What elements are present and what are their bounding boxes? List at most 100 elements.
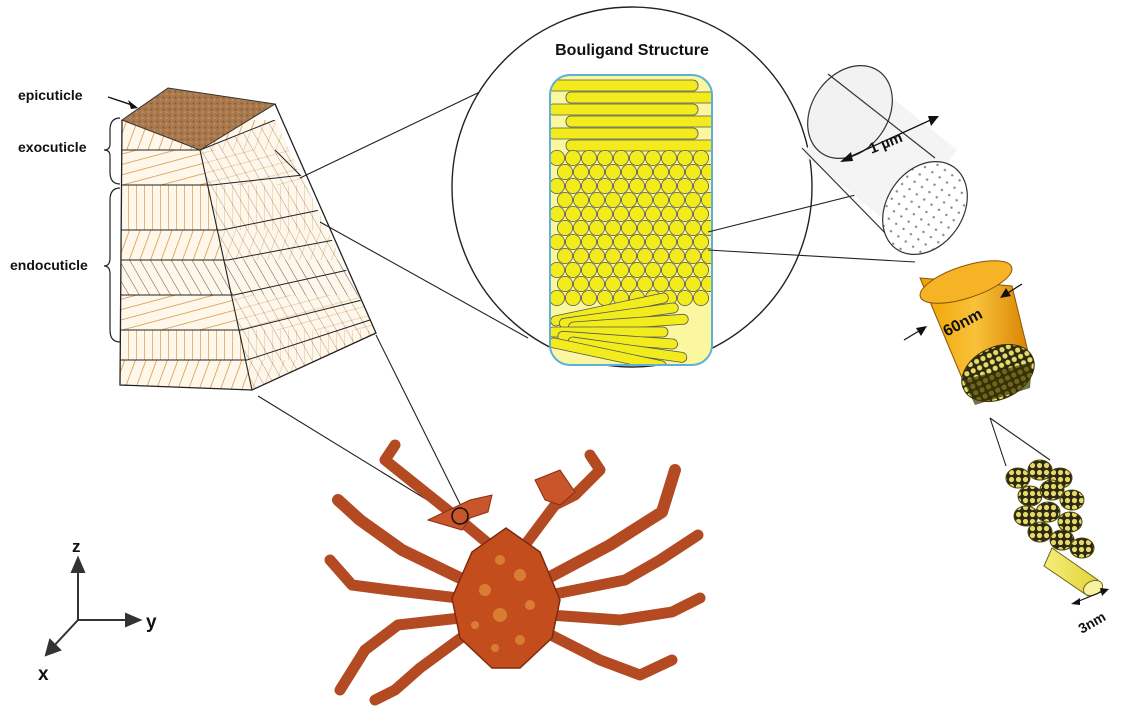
fiber-end — [693, 150, 708, 165]
fiber-end — [597, 150, 612, 165]
fiber-end — [557, 164, 572, 179]
fiber-end — [677, 206, 692, 221]
bouligand-title: Bouligand Structure — [555, 42, 709, 59]
fiber-end — [661, 262, 676, 277]
microfibril-disc — [1028, 522, 1052, 542]
fiber-end — [581, 290, 596, 305]
fiber-end — [549, 290, 564, 305]
fiber-end — [645, 234, 660, 249]
fiber-end — [637, 164, 652, 179]
axis-z-label: z — [72, 537, 81, 556]
fiber-end — [597, 178, 612, 193]
microfibril-disc — [1058, 512, 1082, 532]
fiber-end — [613, 206, 628, 221]
fiber-end — [605, 220, 620, 235]
fiber-end — [669, 164, 684, 179]
fiber-end — [557, 192, 572, 207]
fiber-end — [605, 192, 620, 207]
microfibril-disc — [1018, 486, 1042, 506]
fiber-end — [597, 262, 612, 277]
fiber-end — [573, 192, 588, 207]
fiber-end — [565, 234, 580, 249]
fiber-end — [653, 192, 668, 207]
fiber-end — [653, 276, 668, 291]
fiber-rod — [548, 104, 698, 115]
fiber-end — [589, 164, 604, 179]
fiber-end — [645, 150, 660, 165]
fiber-end — [621, 192, 636, 207]
fiber-end — [677, 178, 692, 193]
fiber-end — [589, 248, 604, 263]
exocuticle-label: exocuticle — [18, 139, 87, 155]
fiber-end — [629, 206, 644, 221]
exocuticle-bracket — [104, 118, 120, 184]
fiber-end — [645, 206, 660, 221]
fiber-end — [677, 262, 692, 277]
fiber-end — [661, 150, 676, 165]
microfibril-disc — [1070, 538, 1094, 558]
fiber-end — [693, 290, 708, 305]
fiber-end — [669, 192, 684, 207]
fiber-end — [661, 234, 676, 249]
axis-y-label: y — [146, 612, 157, 633]
fiber-end — [685, 220, 700, 235]
carapace — [452, 528, 560, 668]
bouligand-pillar — [548, 75, 717, 372]
fiber-end — [605, 248, 620, 263]
micron-fiber-cylinder: 1 µm — [790, 49, 985, 271]
fiber-rod — [566, 116, 716, 127]
fiber-end — [549, 262, 564, 277]
nano-fibril: 60nm — [904, 252, 1043, 413]
endocuticle-label: endocuticle — [10, 257, 88, 273]
fiber-end — [565, 206, 580, 221]
fiber-rod — [566, 92, 716, 103]
zoom-cone — [990, 418, 1050, 466]
fiber-end — [645, 262, 660, 277]
fiber-end — [653, 220, 668, 235]
cuticle-block — [110, 88, 390, 395]
fiber-end — [613, 234, 628, 249]
microfibril-disc — [1060, 490, 1084, 510]
fiber-end — [613, 262, 628, 277]
fiber-end — [677, 290, 692, 305]
fiber-end — [565, 150, 580, 165]
bouligand-magnification: Bouligand Structure — [452, 7, 812, 372]
fiber-end — [645, 178, 660, 193]
axis-x-label: x — [38, 664, 49, 685]
microfibril-stack: 3nm — [1006, 460, 1109, 637]
fiber-end — [677, 150, 692, 165]
fiber-end — [581, 150, 596, 165]
fiber-end — [573, 220, 588, 235]
fiber-end — [693, 262, 708, 277]
fiber-end — [589, 192, 604, 207]
fiber-end — [685, 164, 700, 179]
fiber-end — [605, 276, 620, 291]
fiber-end — [661, 178, 676, 193]
fiber-end — [629, 150, 644, 165]
endocuticle-bracket — [104, 188, 120, 342]
fiber-end — [549, 234, 564, 249]
fiber-end — [573, 276, 588, 291]
fiber-end — [589, 220, 604, 235]
fiber-end — [693, 234, 708, 249]
fiber-end — [573, 164, 588, 179]
fiber-end — [637, 248, 652, 263]
fiber-end — [669, 276, 684, 291]
fiber-end — [557, 276, 572, 291]
fiber-end — [629, 234, 644, 249]
fiber-end — [653, 248, 668, 263]
fiber-end — [685, 276, 700, 291]
fiber-end — [653, 164, 668, 179]
fiber-end — [581, 262, 596, 277]
fiber-end — [597, 206, 612, 221]
fiber-end — [685, 192, 700, 207]
fiber-end — [661, 206, 676, 221]
fiber-end — [565, 290, 580, 305]
fiber-end — [637, 192, 652, 207]
fiber-end — [557, 248, 572, 263]
fiber-rod — [548, 128, 698, 139]
fiber-end — [589, 276, 604, 291]
fiber-end — [597, 290, 612, 305]
fiber-end — [637, 220, 652, 235]
